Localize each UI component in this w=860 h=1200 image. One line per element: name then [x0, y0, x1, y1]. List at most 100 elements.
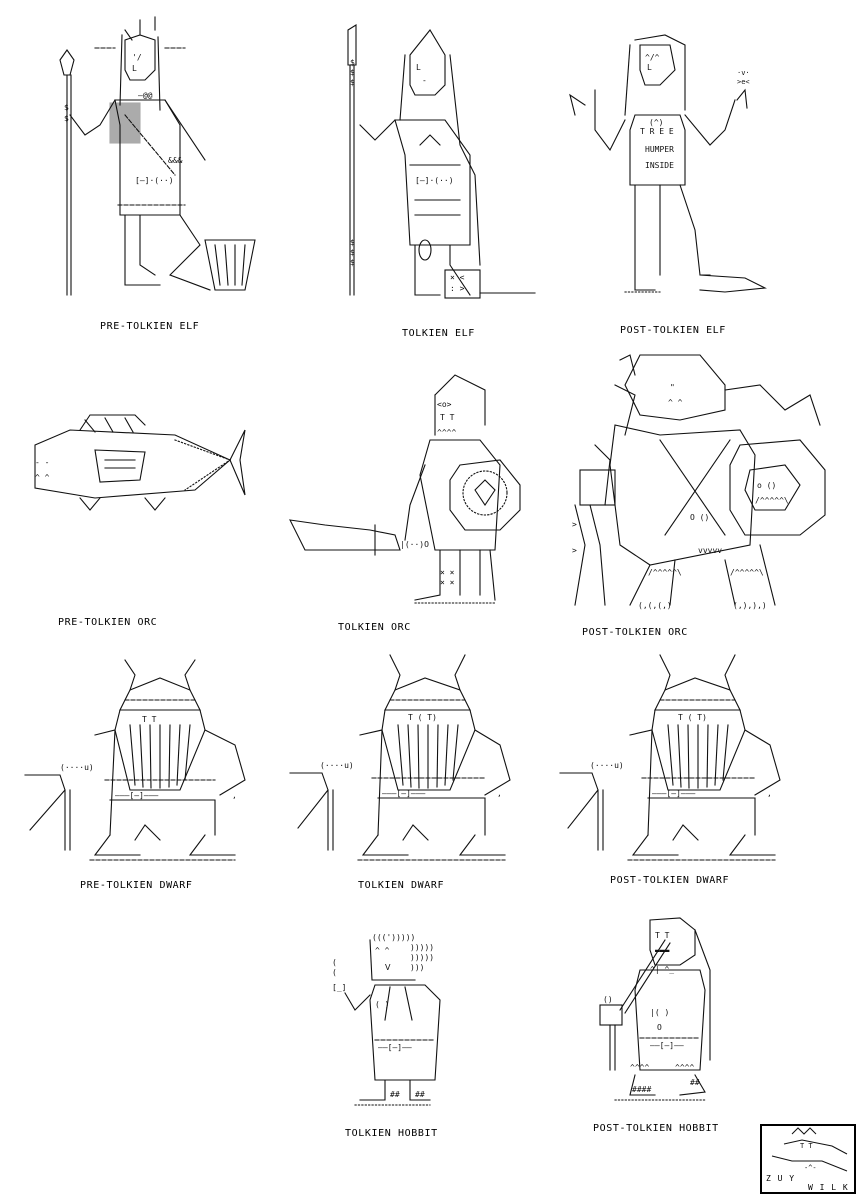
- svg-text:$: $: [350, 238, 355, 247]
- tolkien-elf-figure: $$$ $$$ L- [—]·(··) × <: >: [340, 24, 540, 305]
- svg-text:L: L: [647, 63, 652, 72]
- post-tolkien-dwarf-art: T ( T) ———[—]———, (····u): [559, 654, 781, 861]
- svg-text:: >: : >: [450, 284, 465, 293]
- svg-text:[—]·(··): [—]·(··): [415, 176, 454, 185]
- svg-text:))))): ))))): [410, 943, 434, 952]
- caption-pre-tolkien-elf: PRE-TOLKIEN ELF: [100, 321, 200, 332]
- svg-text:))): ))): [410, 963, 424, 972]
- svg-text:,: ,: [767, 789, 772, 798]
- signature-sketch-art: T T -^-: [771, 1127, 848, 1172]
- caption-tolkien-hobbit: TOLKIEN HOBBIT: [345, 1128, 438, 1139]
- shirt-line-1: T R E E: [640, 127, 674, 136]
- svg-text:))))): ))))): [410, 953, 434, 962]
- svg-text:L: L: [416, 63, 421, 72]
- svg-text:-: -: [422, 76, 427, 85]
- post-tolkien-orc-figure: "^ ^ o ()/^^^^^\ >> O ()vvvvv /^^^^^\/^^…: [560, 345, 855, 615]
- svg-text:× ×: × ×: [440, 568, 455, 577]
- svg-text:T T: T T: [440, 413, 455, 422]
- svg-text:———[—]———: ———[—]———: [115, 791, 159, 800]
- svg-text:,: ,: [497, 789, 502, 798]
- svg-text:——[—]——: ——[—]——: [378, 1043, 412, 1052]
- caption-post-tolkien-hobbit: POST-TOLKIEN HOBBIT: [593, 1123, 719, 1134]
- svg-text:>: >: [572, 520, 577, 529]
- svg-text:^ ^: ^ ^: [668, 398, 683, 407]
- caption-pre-tolkien-dwarf: PRE-TOLKIEN DWARF: [80, 880, 193, 891]
- tolkien-orc-art: <o>T T^^^^ |(··)O × ×× ×: [289, 374, 521, 604]
- svg-text:/^^^^^\: /^^^^^\: [648, 568, 682, 577]
- caption-tolkien-elf: TOLKIEN ELF: [402, 328, 475, 339]
- svg-text:▬▬▬: ▬▬▬: [655, 946, 670, 955]
- post-tolkien-hobbit-figure: T T▬▬▬ ^| ^_ () |( )O ——[—]—— ^^^^^^^^ #…: [595, 910, 735, 1110]
- post-tolkien-elf-art: ^/^L ·v·>e< T R E E HUMPER INSIDE (^): [569, 34, 767, 293]
- tolkien-hobbit-figure: (((')))))))))))))))))) ^ ^ ᐯ (([_] ( ) —…: [330, 925, 470, 1115]
- svg-text:——[—]——: ——[—]——: [650, 1041, 684, 1050]
- svg-text:$: $: [350, 248, 355, 257]
- caption-tolkien-dwarf: TOLKIEN DWARF: [358, 880, 445, 891]
- shirt-line-3: INSIDE: [645, 161, 674, 170]
- svg-text:'/: '/: [132, 53, 142, 62]
- svg-text:O (): O (): [690, 513, 709, 522]
- svg-text:|( ): |( ): [650, 1008, 669, 1017]
- svg-text:^^^^: ^^^^: [437, 428, 456, 437]
- pre-tolkien-dwarf-art: T T ———[—]——— , (····u): [24, 659, 246, 861]
- svg-text:$: $: [350, 258, 355, 267]
- pre-tolkien-elf-art: '/L—@@ $$ &&& [—]·(··): [59, 16, 256, 296]
- svg-text:|(··)O: |(··)O: [400, 540, 429, 549]
- svg-text:ᐯ: ᐯ: [385, 963, 391, 972]
- post-tolkien-elf-figure: ^/^L ·v·>e< T R E E HUMPER INSIDE (^): [565, 30, 775, 300]
- svg-text:T T: T T: [800, 1142, 813, 1150]
- svg-text:T ( T): T ( T): [678, 713, 707, 722]
- pre-tolkien-elf-figure: '/L—@@ $$ &&& [—]·(··): [40, 15, 280, 305]
- svg-text:$: $: [350, 58, 355, 67]
- svg-text:$: $: [64, 103, 69, 112]
- svg-text:/^^^^^\: /^^^^^\: [755, 496, 789, 505]
- svg-text:T T: T T: [655, 931, 670, 940]
- svg-text:##: ##: [415, 1090, 425, 1099]
- svg-text:##: ##: [690, 1078, 700, 1087]
- svg-text:##: ##: [390, 1090, 400, 1099]
- svg-text:^^^^: ^^^^: [630, 1063, 649, 1072]
- svg-text:^ ^: ^ ^: [375, 946, 390, 955]
- svg-text:-^-: -^-: [804, 1164, 817, 1172]
- shirt-line-2: HUMPER: [645, 145, 674, 154]
- signature-line-1: Z U Y: [766, 1174, 796, 1183]
- signature-line-2: W I L K: [808, 1183, 849, 1192]
- svg-text:× <: × <: [450, 273, 465, 282]
- svg-text:^/^: ^/^: [645, 53, 660, 62]
- artist-signature-box: T T -^- Z U Y W I L K: [760, 1124, 856, 1194]
- svg-text:L: L: [132, 64, 137, 73]
- tolkien-dwarf-art: T ( T) ———[—]———, (····u): [289, 654, 511, 861]
- tolkien-dwarf-figure: T ( T) ———[—]———, (····u): [289, 650, 530, 865]
- svg-text:####: ####: [632, 1085, 651, 1094]
- svg-text:,: ,: [232, 791, 237, 800]
- svg-text:<o>: <o>: [437, 400, 452, 409]
- svg-text:o (): o (): [757, 481, 776, 490]
- pre-tolkien-orc-art: - -^ ^: [34, 414, 246, 511]
- svg-text:[_]: [_]: [332, 983, 346, 992]
- svg-text:- -: - -: [35, 458, 49, 467]
- svg-text:T ( T): T ( T): [408, 713, 437, 722]
- svg-text:(^): (^): [649, 118, 663, 127]
- svg-text:(,),),): (,),),): [733, 601, 767, 610]
- caption-pre-tolkien-orc: PRE-TOLKIEN ORC: [58, 617, 158, 628]
- svg-text:&&&: &&&: [168, 156, 183, 165]
- tolkien-elf-art: $$$ $$$ L- [—]·(··) × <: >: [347, 24, 536, 299]
- pre-tolkien-dwarf-figure: T T ———[—]——— , (····u): [20, 650, 260, 870]
- svg-text:(····u): (····u): [590, 761, 624, 770]
- caption-tolkien-orc: TOLKIEN ORC: [338, 622, 411, 633]
- svg-text:>: >: [572, 546, 577, 555]
- svg-text:$: $: [64, 114, 69, 123]
- post-tolkien-dwarf-figure: T ( T) ———[—]———, (····u): [559, 650, 800, 865]
- svg-text:vvvvv: vvvvv: [698, 546, 722, 555]
- caption-post-tolkien-dwarf: POST-TOLKIEN DWARF: [610, 875, 730, 886]
- svg-text:>e<: >e<: [737, 78, 750, 86]
- svg-text:(,(,(,): (,(,(,): [638, 601, 672, 610]
- svg-text:T T: T T: [142, 715, 157, 724]
- post-tolkien-hobbit-art: T T▬▬▬ ^| ^_ () |( )O ——[—]—— ^^^^^^^^ #…: [599, 917, 711, 1101]
- svg-text:(····u): (····u): [60, 763, 94, 772]
- svg-text:( ): ( ): [375, 1000, 389, 1009]
- svg-text:———[—]———: ———[—]———: [652, 789, 696, 798]
- svg-text:—@@: —@@: [138, 91, 153, 100]
- svg-text:/^^^^^\: /^^^^^\: [730, 568, 764, 577]
- svg-text:^^^^: ^^^^: [675, 1063, 694, 1072]
